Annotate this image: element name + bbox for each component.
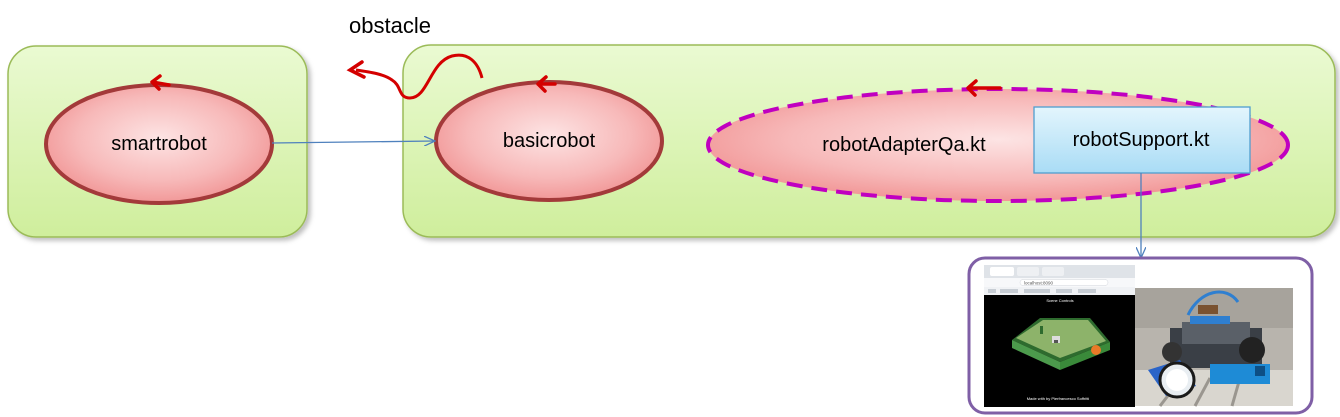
- smartrobot-label: smartrobot: [111, 133, 207, 155]
- robot-adapter-label: robotAdapterQa.kt: [822, 134, 986, 156]
- robot-support-box: [1033, 106, 1251, 174]
- obstacle-label: obstacle: [349, 13, 431, 38]
- browser-url: localhost:8090: [1024, 281, 1054, 286]
- screenshot-footer: Made with by Pierfrancesco Soffritti: [1027, 396, 1090, 401]
- scene-title: Scene Controls: [1046, 298, 1073, 303]
- obstacle-event-arrow: [355, 53, 484, 100]
- smartrobot-event-arrow: [150, 74, 171, 91]
- virtual-robot-screenshot: localhost:8090 Scene Controls Made with …: [984, 265, 1135, 407]
- obstacle-arrow-head: [346, 60, 366, 79]
- adapter-event-arrow: [966, 79, 1002, 97]
- smartrobot-to-basicrobot-link: [271, 141, 435, 143]
- basicrobot-event-arrow: [536, 75, 557, 93]
- robot-support-label: robotSupport.kt: [1073, 129, 1210, 151]
- basicrobot-label: basicrobot: [503, 130, 596, 152]
- physical-robot-photo: [1135, 288, 1293, 407]
